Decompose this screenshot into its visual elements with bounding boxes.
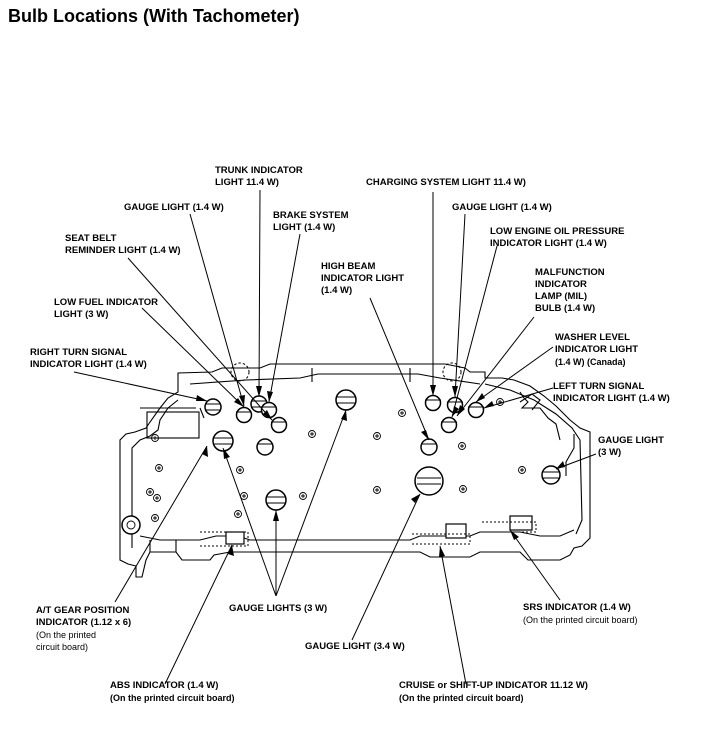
srs-lamp	[509, 515, 533, 531]
label-oil: LOW ENGINE OIL PRESSURE INDICATOR LIGHT …	[490, 226, 625, 249]
bulb-highbeam	[424, 394, 442, 412]
label-at-gear: A/T GEAR POSITION INDICATOR (1.12 x 6) (…	[36, 605, 132, 652]
label-gauge-lights: GAUGE LIGHTS (3 W)	[229, 603, 328, 614]
label-srs: SRS INDICATOR (1.4 W) (On the printed ci…	[523, 602, 638, 625]
label-seatbelt: SEAT BELT REMINDER LIGHT (1.4 W)	[65, 233, 181, 256]
label-low-fuel: LOW FUEL INDICATOR LIGHT (3 W)	[54, 297, 158, 320]
bulb-gauge-34	[414, 466, 444, 496]
label-trunk: TRUNK INDICATOR LIGHT 11.4 W)	[215, 165, 303, 188]
label-mil: MALFUNCTION INDICATOR LAMP (MIL) BULB (1…	[535, 267, 605, 314]
bulb-gauge-c	[265, 489, 287, 511]
abs-lamp	[225, 531, 245, 545]
page-title: Bulb Locations (With Tachometer)	[8, 6, 300, 26]
label-charging: CHARGING SYSTEM LIGHT 11.4 W)	[366, 177, 526, 188]
label-gauge-left: GAUGE LIGHT (1.4 W)	[124, 202, 224, 213]
cruise-lamp	[445, 523, 467, 539]
bulb-washer	[467, 401, 485, 419]
bulb-brake	[256, 438, 274, 456]
cluster-housing-outline	[119, 363, 591, 578]
label-right-turn: RIGHT TURN SIGNAL INDICATOR LIGHT (1.4 W…	[30, 347, 147, 370]
bulb-seatbelt	[270, 416, 288, 434]
label-highbeam: HIGH BEAM INDICATOR LIGHT (1.4 W)	[321, 261, 405, 296]
label-gauge-34: GAUGE LIGHT (3.4 W)	[305, 641, 405, 652]
label-gauge-right: GAUGE LIGHT (1.4 W)	[452, 202, 552, 213]
mount-hole	[121, 515, 141, 535]
bulb-gauge-right	[541, 465, 561, 485]
bulb-gauge-b	[335, 389, 357, 411]
bulb-gauge-a	[212, 430, 234, 452]
bulb-right-turn	[204, 398, 222, 416]
label-left-turn: LEFT TURN SIGNAL INDICATOR LIGHT (1.4 W)	[553, 381, 670, 404]
label-cruise: CRUISE or SHIFT-UP INDICATOR 11.12 W) (O…	[399, 680, 588, 703]
label-washer: WASHER LEVEL INDICATOR LIGHT (1.4 W) (Ca…	[555, 332, 639, 367]
bulb-low-fuel	[235, 406, 253, 424]
label-gauge-3w: GAUGE LIGHT (3 W)	[598, 435, 664, 458]
label-abs: ABS INDICATOR (1.4 W) (On the printed ci…	[110, 680, 235, 703]
label-brake: BRAKE SYSTEM LIGHT (1.4 W)	[273, 210, 349, 233]
bulb-oil	[440, 416, 458, 434]
bulb-mil	[420, 438, 438, 456]
